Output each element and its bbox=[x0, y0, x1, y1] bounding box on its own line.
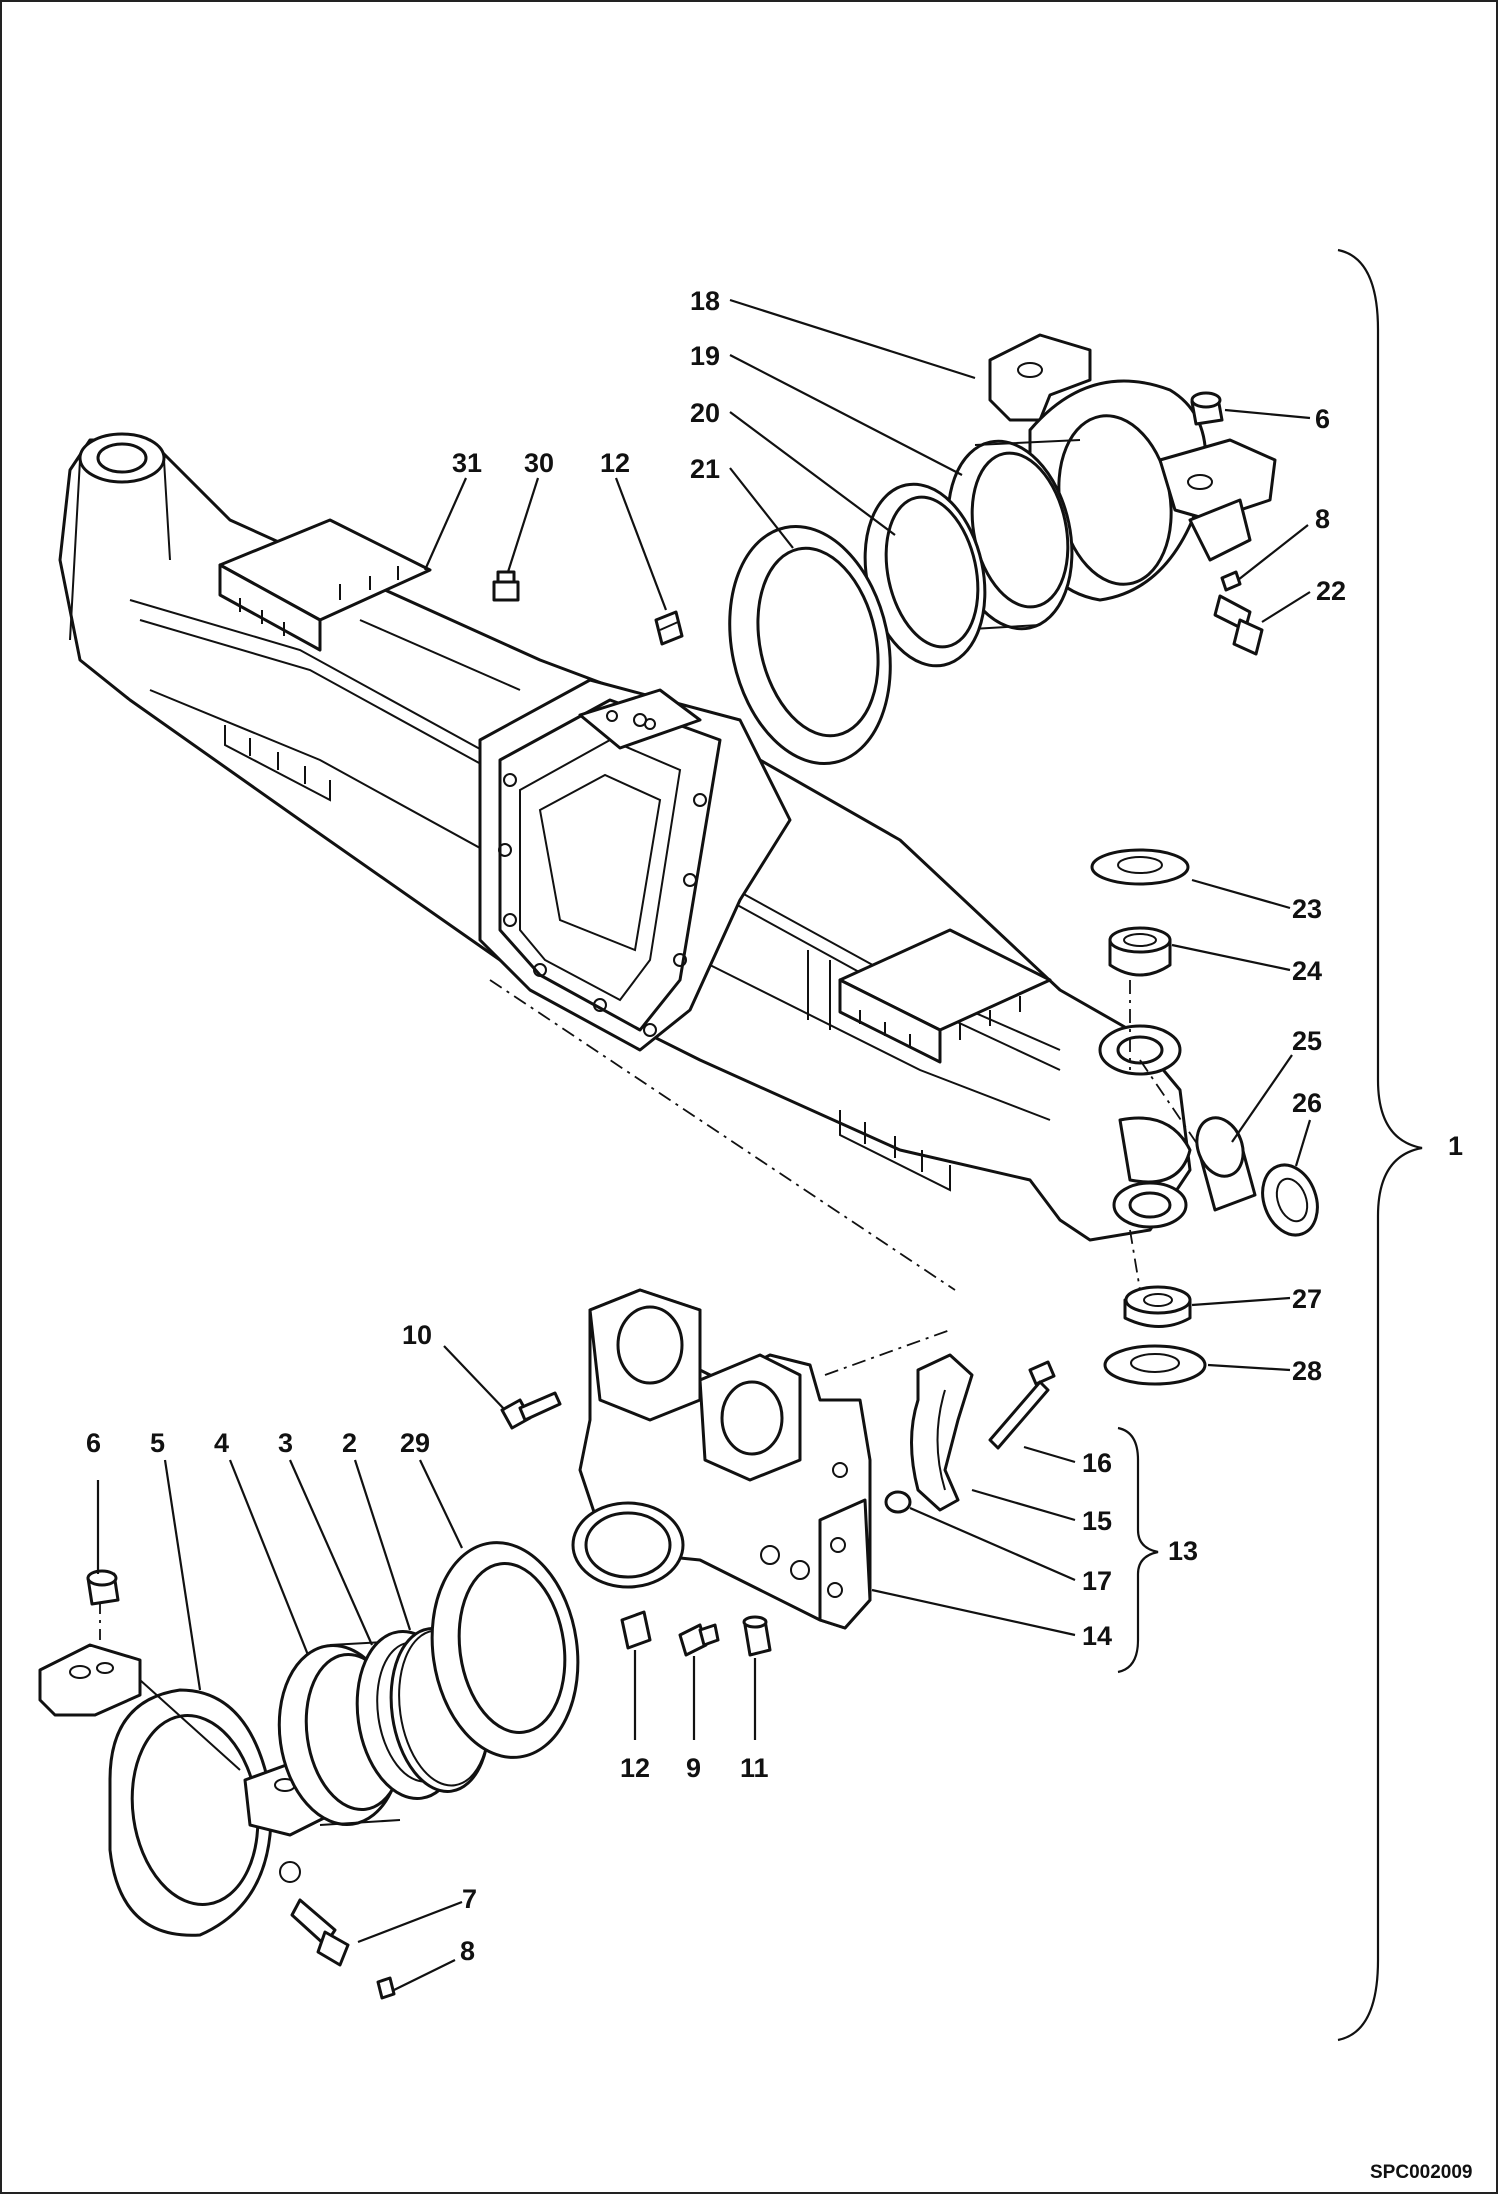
drawing-code: SPC002009 bbox=[1370, 2162, 1472, 2183]
callout-28: 28 bbox=[1292, 1356, 1322, 1386]
bolt-7 bbox=[290, 1898, 350, 1967]
callout-24: 24 bbox=[1292, 956, 1322, 986]
callout-12-upper: 12 bbox=[600, 448, 630, 478]
callout-17: 17 bbox=[1082, 1566, 1112, 1596]
callout-labels: 18 19 20 21 6 8 22 31 30 12 23 24 25 26 … bbox=[86, 286, 1463, 1966]
callout-8-upper: 8 bbox=[1315, 504, 1330, 534]
callout-22: 22 bbox=[1316, 576, 1346, 606]
callout-6-upper: 6 bbox=[1315, 404, 1330, 434]
washer-23 bbox=[1090, 848, 1190, 886]
washer-28 bbox=[1103, 1344, 1207, 1386]
callout-20: 20 bbox=[690, 398, 720, 428]
callout-31: 31 bbox=[452, 448, 482, 478]
seal-20 bbox=[863, 482, 987, 668]
bolt-9 bbox=[678, 1623, 720, 1657]
mounting-bracket-14 bbox=[571, 1288, 872, 1630]
leader-lines bbox=[96, 298, 1312, 1991]
grease-nipple-8-lower bbox=[376, 1976, 396, 2000]
callout-29: 29 bbox=[400, 1428, 430, 1458]
bolt-10 bbox=[500, 1391, 562, 1430]
callout-3: 3 bbox=[278, 1428, 293, 1458]
upper-bearing-cap bbox=[988, 333, 1277, 602]
nut-17 bbox=[884, 1490, 912, 1514]
callout-2: 2 bbox=[342, 1428, 357, 1458]
callout-19: 19 bbox=[690, 341, 720, 371]
axle-housing bbox=[58, 432, 1192, 1242]
callout-4: 4 bbox=[214, 1428, 229, 1458]
callout-7: 7 bbox=[462, 1884, 477, 1914]
seal-26 bbox=[1261, 1163, 1319, 1237]
nut-12-lower bbox=[620, 1610, 652, 1650]
callout-25: 25 bbox=[1292, 1026, 1322, 1056]
callout-15: 15 bbox=[1082, 1506, 1112, 1536]
bolt-16 bbox=[988, 1360, 1056, 1450]
assembly-line bbox=[489, 979, 956, 1291]
assembly-line bbox=[1139, 1059, 1216, 1171]
callout-13: 13 bbox=[1168, 1536, 1198, 1566]
nut-6-lower bbox=[86, 1569, 120, 1606]
callout-12-lower: 12 bbox=[620, 1753, 650, 1783]
callout-1: 1 bbox=[1448, 1131, 1463, 1161]
callout-16: 16 bbox=[1082, 1448, 1112, 1478]
callout-5: 5 bbox=[150, 1428, 165, 1458]
bearing-27 bbox=[1123, 1285, 1192, 1328]
callout-8-lower: 8 bbox=[460, 1936, 475, 1966]
bolt-22 bbox=[1213, 594, 1264, 656]
thrust-washer-21 bbox=[728, 525, 892, 765]
callout-21: 21 bbox=[690, 454, 720, 484]
brace-13 bbox=[1117, 1426, 1159, 1674]
callout-11: 11 bbox=[740, 1753, 769, 1783]
assembly-line bbox=[824, 1329, 951, 1376]
pin-11 bbox=[742, 1615, 772, 1657]
assembly-line bbox=[1129, 1229, 1141, 1291]
grease-nipple-8-upper bbox=[1220, 570, 1242, 592]
nut-6-upper bbox=[1190, 391, 1224, 426]
lower-bearing-cap-5 bbox=[38, 1643, 332, 1937]
callout-14: 14 bbox=[1082, 1621, 1112, 1651]
bushing-24 bbox=[1108, 926, 1172, 977]
callout-27: 27 bbox=[1292, 1284, 1322, 1314]
brace-1 bbox=[1337, 248, 1423, 2042]
callout-9: 9 bbox=[686, 1753, 701, 1783]
bushing-25 bbox=[1195, 1116, 1257, 1212]
callout-10: 10 bbox=[402, 1320, 432, 1350]
thrust-washer-29 bbox=[430, 1541, 580, 1759]
callout-26: 26 bbox=[1292, 1088, 1322, 1118]
callout-23: 23 bbox=[1292, 894, 1322, 924]
callout-6-lower: 6 bbox=[86, 1428, 101, 1458]
clamp-15 bbox=[910, 1353, 974, 1512]
callout-30: 30 bbox=[524, 448, 554, 478]
callout-18: 18 bbox=[690, 286, 720, 316]
